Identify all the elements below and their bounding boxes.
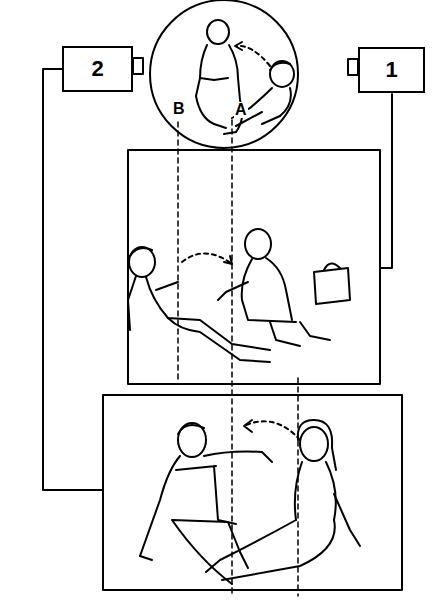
- gaze-arrow: [182, 253, 232, 264]
- scene-circle: [150, 0, 298, 148]
- arrow-head: [235, 42, 242, 50]
- camera-lens: [133, 58, 143, 74]
- camera-number: 2: [91, 56, 103, 82]
- man-front-view: [140, 423, 272, 584]
- gaze-arrow: [244, 421, 300, 440]
- wire: [380, 94, 392, 268]
- camera-box: 1: [358, 47, 425, 93]
- bag: [314, 263, 350, 304]
- woman-top-view: [232, 61, 294, 126]
- position-label: A: [234, 102, 248, 118]
- arrow-head: [244, 420, 252, 432]
- alignment-line: [178, 120, 298, 596]
- camera-number: 1: [385, 57, 397, 83]
- shot-frame: [103, 395, 402, 590]
- camera-box: 2: [62, 46, 133, 92]
- shot-frame: [128, 150, 380, 384]
- position-label: B: [172, 101, 186, 117]
- arrow-head: [224, 256, 232, 264]
- woman-front-view: [206, 420, 360, 580]
- camera-lens: [348, 59, 358, 75]
- wire: [43, 69, 103, 490]
- man-side-view: [218, 229, 330, 346]
